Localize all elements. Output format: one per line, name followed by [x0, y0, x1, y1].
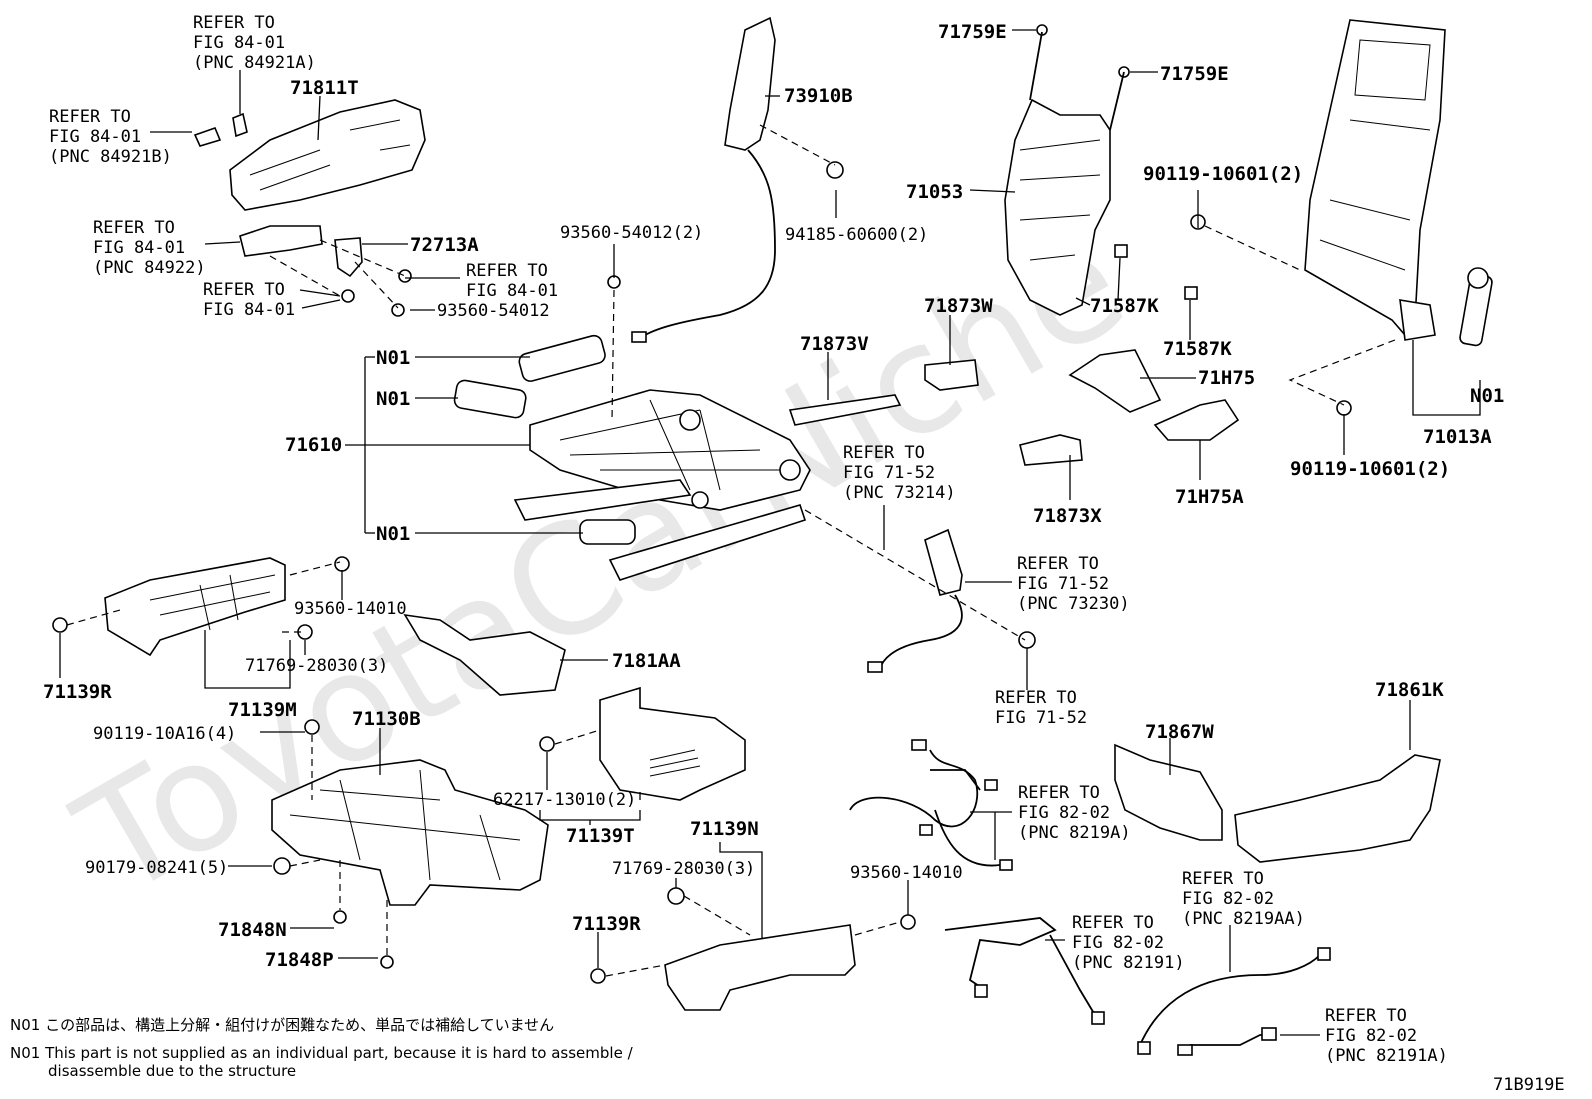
- label-71139n: 71139N: [690, 818, 759, 840]
- cover-71h75a-shape: [1153, 399, 1240, 441]
- diagram-code: 71B919E: [1493, 1075, 1565, 1095]
- harness-8219a-shape: [849, 739, 1013, 871]
- bolt-shapes: [52, 24, 1352, 984]
- label-71139t: 71139T: [566, 825, 635, 847]
- seatback-frame-71053-shape: [1004, 31, 1125, 316]
- label-62217: 62217-13010(2): [493, 790, 636, 810]
- label-71759e-a: 71759E: [938, 21, 1007, 43]
- shield-71139n-shape: [664, 924, 856, 1011]
- clip-71587k-shape: [1114, 244, 1128, 258]
- footnotes: N01 この部品は、構造上分解・組付けが困難なため、単品では補給していません N…: [10, 1016, 634, 1080]
- refer-8219a: REFER TO FIG 82-02 (PNC 8219A): [1018, 783, 1131, 843]
- label-71h75a: 71H75A: [1175, 486, 1244, 508]
- label-71848n: 71848N: [218, 919, 287, 941]
- label-n01-b: N01: [376, 388, 410, 410]
- harness-8219aa-shape: [1137, 947, 1331, 1056]
- label-71h75: 71H75: [1198, 367, 1255, 389]
- label-71769-28030-b: 71769-28030(3): [612, 859, 755, 879]
- refer-82191a: REFER TO FIG 82-02 (PNC 82191A): [1325, 1006, 1448, 1066]
- bracket-71873w-shape: [924, 359, 979, 391]
- note-en-line2: disassemble due to the structure: [48, 1062, 296, 1080]
- cover-71861k-shape: [1234, 754, 1441, 863]
- label-93560-54012-a: 93560-54012(2): [560, 223, 703, 243]
- part-labels: 71811T 72713A 73910B 71759E 71759E 71053…: [43, 21, 1504, 971]
- label-n01-c: N01: [376, 523, 410, 545]
- clip-71587k-shape: [1184, 286, 1198, 300]
- label-71610: 71610: [285, 434, 342, 456]
- label-71139r-a: 71139R: [43, 681, 112, 703]
- refer-84921a: REFER TO FIG 84-01 (PNC 84921A): [193, 13, 316, 73]
- note-en-line1: N01 This part is not supplied as an indi…: [10, 1044, 634, 1062]
- label-71139m: 71139M: [228, 699, 297, 721]
- refer-8219aa: REFER TO FIG 82-02 (PNC 8219AA): [1182, 869, 1305, 929]
- seat-cushion-shield-shape: [229, 99, 426, 211]
- label-71861k: 71861K: [1375, 679, 1444, 701]
- label-71873v: 71873V: [800, 333, 869, 355]
- clip-shape: [193, 126, 222, 147]
- shield-71139t-shape: [599, 686, 746, 801]
- label-71013a: 71013A: [1423, 426, 1492, 448]
- bracket-71873x-shape: [1019, 434, 1083, 466]
- label-90119-10a16: 90119-10A16(4): [93, 724, 236, 744]
- label-71587k-b: 71587K: [1163, 338, 1232, 360]
- label-71873x: 71873X: [1033, 505, 1102, 527]
- refer-84-01-a: REFER TO FIG 84-01: [203, 280, 295, 320]
- label-71848p: 71848P: [265, 949, 334, 971]
- refer-84-01-b: REFER TO FIG 84-01: [466, 261, 558, 301]
- harness-82191-shape: [944, 917, 1105, 1025]
- bracket-7181aa-shape: [403, 613, 566, 696]
- label-90119-10601-a: 90119-10601(2): [1143, 163, 1303, 185]
- bracket-84922-shape: [239, 225, 323, 257]
- seatback-frame-71013a-shape: [1304, 19, 1446, 341]
- label-71769-28030-a: 71769-28030(3): [245, 656, 388, 676]
- cover-71867w-shape: [1114, 743, 1223, 841]
- seat-adjuster-frame-shape: [513, 389, 811, 581]
- label-7181aa: 7181AA: [612, 650, 681, 672]
- refer-82191: REFER TO FIG 82-02 (PNC 82191): [1072, 913, 1185, 973]
- label-71139r-b: 71139R: [572, 913, 641, 935]
- label-90119-10601-b: 90119-10601(2): [1290, 458, 1450, 480]
- label-71873w: 71873W: [924, 295, 993, 317]
- label-71867w: 71867W: [1145, 721, 1214, 743]
- label-71759e-b: 71759E: [1160, 63, 1229, 85]
- bracket-71873v-shape: [788, 394, 902, 426]
- seatbelt-buckle-shape: [867, 528, 963, 673]
- label-73910b: 73910B: [784, 85, 853, 107]
- label-93560-14010-b: 93560-14010: [850, 863, 963, 883]
- clip-shape: [232, 112, 248, 138]
- label-71130b: 71130B: [352, 708, 421, 730]
- label-93560-54012-b: 93560-54012: [437, 301, 550, 321]
- label-94185-60600: 94185-60600(2): [785, 225, 928, 245]
- refer-73230: REFER TO FIG 71-52 (PNC 73230): [1017, 554, 1130, 614]
- label-n01-a: N01: [376, 347, 410, 369]
- label-93560-14010-a: 93560-14010: [294, 599, 407, 619]
- refer-84922: REFER TO FIG 84-01 (PNC 84922): [93, 218, 206, 278]
- lower-frame-71130b-shape: [271, 759, 549, 906]
- label-72713a: 72713A: [410, 234, 479, 256]
- refer-71-52: REFER TO FIG 71-52: [995, 688, 1087, 728]
- side-airbag-shape: [631, 16, 776, 343]
- recliner-motor-shape: [1459, 267, 1493, 347]
- label-90179: 90179-08241(5): [85, 858, 228, 878]
- cover-71h75-shape: [1068, 349, 1162, 413]
- label-71053: 71053: [906, 181, 963, 203]
- refer-84921b: REFER TO FIG 84-01 (PNC 84921B): [49, 107, 172, 167]
- refer-blocks: REFER TO FIG 84-01 (PNC 84921A) REFER TO…: [49, 13, 1448, 1066]
- seat-motors-shape: [453, 334, 636, 545]
- refer-73214: REFER TO FIG 71-52 (PNC 73214): [843, 443, 956, 503]
- bracket-72713a-shape: [334, 237, 363, 278]
- note-jp: N01 この部品は、構造上分解・組付けが困難なため、単品では補給していません: [10, 1016, 554, 1034]
- shield-71139m-shape: [104, 557, 286, 657]
- label-71811t: 71811T: [290, 77, 359, 99]
- label-71587k-a: 71587K: [1090, 295, 1159, 317]
- label-n01-d: N01: [1470, 385, 1504, 407]
- leader-lines: [59, 29, 1481, 1036]
